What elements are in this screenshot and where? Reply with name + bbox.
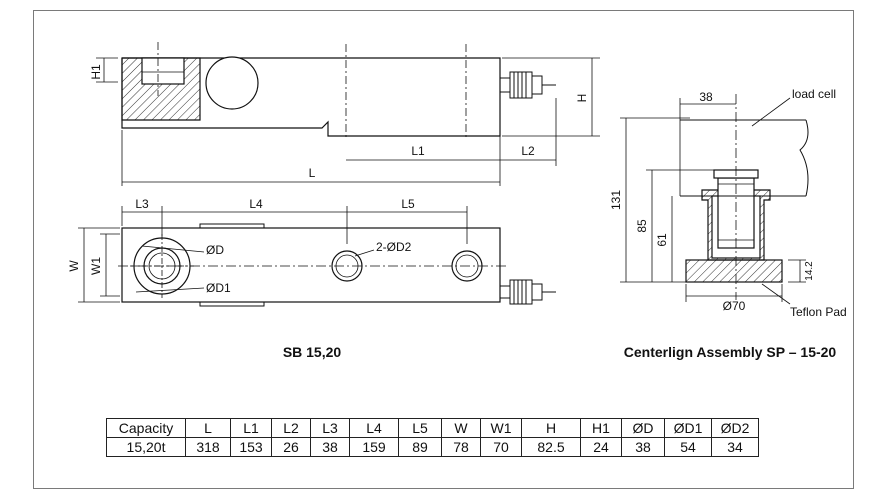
dim-d2-label: 2-ØD2 bbox=[376, 240, 412, 254]
table-header-cell: L5 bbox=[398, 418, 442, 438]
table-header-cell: ØD2 bbox=[711, 418, 759, 438]
table-cell: 78 bbox=[441, 437, 481, 457]
dim-l4-label: L4 bbox=[249, 197, 263, 211]
dim-d1-label: ØD1 bbox=[206, 281, 231, 295]
table-cell: 26 bbox=[271, 437, 311, 457]
table-header-cell: W bbox=[441, 418, 481, 438]
cable-connector bbox=[499, 71, 556, 99]
dim-w1-label: W1 bbox=[89, 257, 103, 275]
table-header-cell: L bbox=[185, 418, 231, 438]
dim-70-label: Ø70 bbox=[723, 299, 746, 313]
table-cell: 159 bbox=[349, 437, 399, 457]
gauge-pocket bbox=[205, 56, 259, 110]
dim-l2-label: L2 bbox=[521, 144, 535, 158]
table-header-cell: H bbox=[521, 418, 581, 438]
side-view bbox=[96, 42, 600, 186]
top-view bbox=[78, 206, 556, 307]
teflon-pad-label: Teflon Pad bbox=[790, 305, 847, 319]
table-cell: 70 bbox=[480, 437, 522, 457]
assembly-view bbox=[620, 94, 809, 305]
table-cell: 38 bbox=[310, 437, 350, 457]
dim-d-label: ØD bbox=[206, 243, 224, 257]
dim-l1-label: L1 bbox=[411, 144, 425, 158]
table-cell: 82.5 bbox=[521, 437, 581, 457]
dim-131-label: 131 bbox=[609, 190, 623, 210]
table-header-cell: L4 bbox=[349, 418, 399, 438]
dim-l3-label: L3 bbox=[135, 197, 149, 211]
table-cell: 15,20t bbox=[106, 437, 186, 457]
dim-h1-label: H1 bbox=[89, 64, 103, 80]
left-caption: SB 15,20 bbox=[283, 344, 342, 360]
cable-connector-top bbox=[499, 279, 556, 305]
base-plate bbox=[685, 259, 783, 283]
table-cell: 38 bbox=[621, 437, 665, 457]
dim-61-label: 61 bbox=[655, 233, 669, 247]
table-header-cell: L2 bbox=[271, 418, 311, 438]
table-cell: 24 bbox=[580, 437, 622, 457]
table-cell: 54 bbox=[664, 437, 712, 457]
dim-l-label: L bbox=[309, 166, 316, 180]
table-cell: 318 bbox=[185, 437, 231, 457]
dim-85-label: 85 bbox=[635, 219, 649, 233]
table-header-cell: W1 bbox=[480, 418, 522, 438]
threaded-hole bbox=[141, 57, 185, 85]
dim-14-2-label: 14.2 bbox=[804, 261, 815, 281]
table-header-cell: H1 bbox=[580, 418, 622, 438]
table-cell: 153 bbox=[230, 437, 272, 457]
drawing-frame bbox=[33, 10, 854, 489]
table-header-cell: ØD1 bbox=[664, 418, 712, 438]
table-header-cell: Capacity bbox=[106, 418, 186, 438]
load-cell-label: load cell bbox=[792, 87, 836, 101]
table-header-cell: L3 bbox=[310, 418, 350, 438]
beam-top-outline bbox=[121, 227, 501, 303]
dim-h-label: H bbox=[575, 94, 589, 103]
right-caption: Centerlign Assembly SP – 15-20 bbox=[624, 344, 837, 360]
dim-l5-label: L5 bbox=[401, 197, 415, 211]
table-cell: 89 bbox=[398, 437, 442, 457]
table-header-cell: ØD bbox=[621, 418, 665, 438]
dim-w-label: W bbox=[67, 260, 81, 272]
beam-body-outline bbox=[121, 57, 501, 137]
dim-38-label: 38 bbox=[699, 90, 713, 104]
table-cell: 34 bbox=[711, 437, 759, 457]
table-header-cell: L1 bbox=[230, 418, 272, 438]
